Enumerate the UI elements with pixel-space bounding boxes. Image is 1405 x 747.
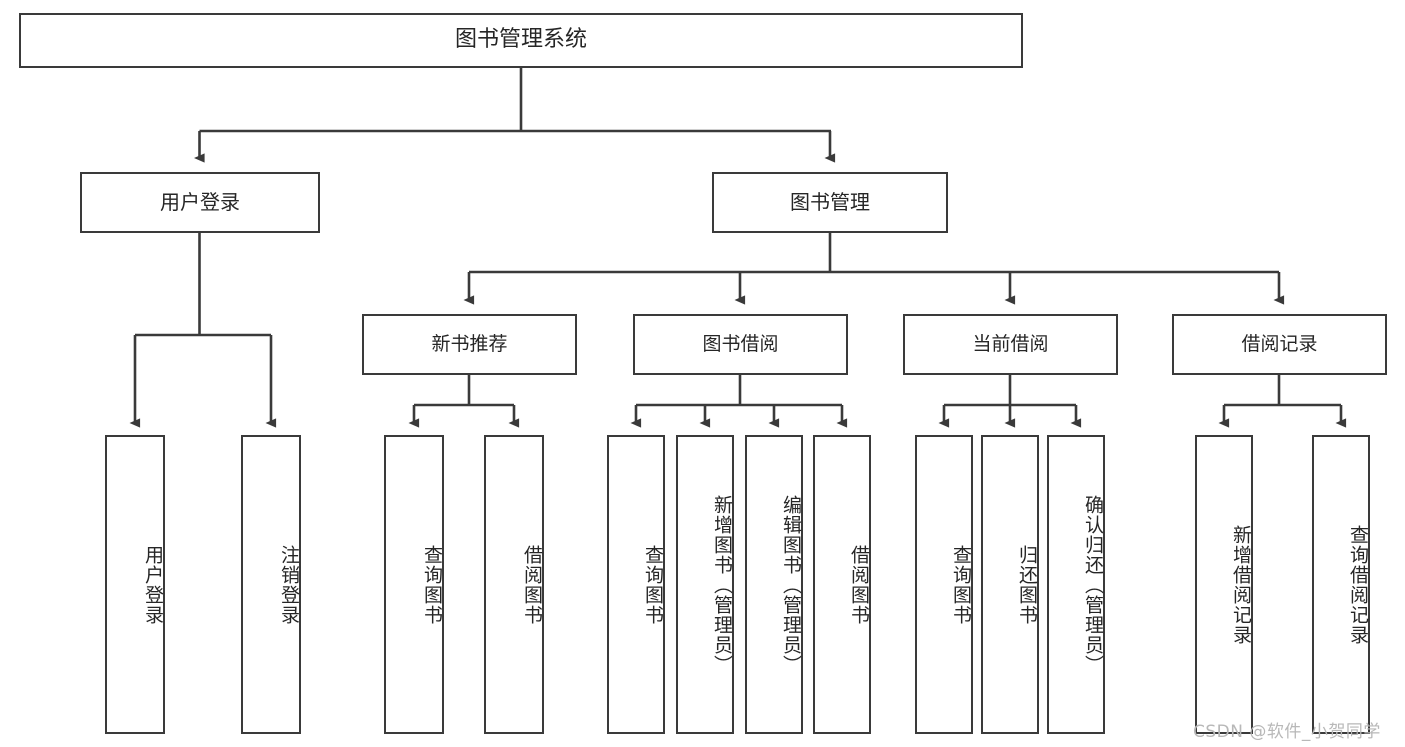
node-label: 确认归还（管理员） bbox=[1082, 494, 1104, 675]
node-label: 用户登录 bbox=[142, 544, 164, 625]
leaf-add-book[interactable]: 新增图书（管理员） bbox=[676, 435, 734, 734]
node-label: 编辑图书（管理员） bbox=[780, 494, 802, 675]
node-label: 查询图书 bbox=[421, 544, 443, 625]
leaf-query-book-1[interactable]: 查询图书 bbox=[384, 435, 444, 734]
node-borrow-record[interactable]: 借阅记录 bbox=[1172, 314, 1387, 375]
leaf-confirm-return[interactable]: 确认归还（管理员） bbox=[1047, 435, 1105, 734]
leaf-return-book[interactable]: 归还图书 bbox=[981, 435, 1039, 734]
node-label: 注销登录 bbox=[278, 544, 300, 625]
node-label: 借阅图书 bbox=[848, 544, 870, 625]
node-user-login[interactable]: 用户登录 bbox=[80, 172, 320, 233]
leaf-user-login[interactable]: 用户登录 bbox=[105, 435, 165, 734]
leaf-query-book-2[interactable]: 查询图书 bbox=[607, 435, 665, 734]
leaf-edit-book[interactable]: 编辑图书（管理员） bbox=[745, 435, 803, 734]
node-root-system[interactable]: 图书管理系统 bbox=[19, 13, 1023, 68]
leaf-query-borrow-record[interactable]: 查询借阅记录 bbox=[1312, 435, 1370, 734]
leaf-borrow-book-1[interactable]: 借阅图书 bbox=[484, 435, 544, 734]
node-label: 借阅图书 bbox=[521, 544, 543, 625]
leaf-borrow-book-2[interactable]: 借阅图书 bbox=[813, 435, 871, 734]
node-book-manage[interactable]: 图书管理 bbox=[712, 172, 948, 233]
watermark: CSDN @软件_小贺同学 bbox=[1193, 722, 1381, 742]
node-label: 用户登录 bbox=[160, 190, 240, 215]
node-label: 新增借阅记录 bbox=[1230, 524, 1252, 645]
node-label: 查询图书 bbox=[642, 544, 664, 625]
node-label: 新书推荐 bbox=[431, 332, 508, 355]
node-current-borrow[interactable]: 当前借阅 bbox=[903, 314, 1118, 375]
node-label: 图书管理 bbox=[790, 190, 870, 215]
node-label: 新增图书（管理员） bbox=[711, 494, 733, 675]
node-label: 归还图书 bbox=[1016, 544, 1038, 625]
node-label: 当前借阅 bbox=[972, 332, 1049, 355]
node-new-book-recommend[interactable]: 新书推荐 bbox=[362, 314, 577, 375]
node-label: 查询借阅记录 bbox=[1347, 524, 1369, 645]
leaf-query-book-3[interactable]: 查询图书 bbox=[915, 435, 973, 734]
node-label: 图书借阅 bbox=[702, 332, 779, 355]
leaf-logout-login[interactable]: 注销登录 bbox=[241, 435, 301, 734]
node-label: 查询图书 bbox=[950, 544, 972, 625]
node-book-borrow[interactable]: 图书借阅 bbox=[633, 314, 848, 375]
node-label: 借阅记录 bbox=[1241, 332, 1318, 355]
leaf-add-borrow-record[interactable]: 新增借阅记录 bbox=[1195, 435, 1253, 734]
node-label: 图书管理系统 bbox=[454, 27, 587, 53]
